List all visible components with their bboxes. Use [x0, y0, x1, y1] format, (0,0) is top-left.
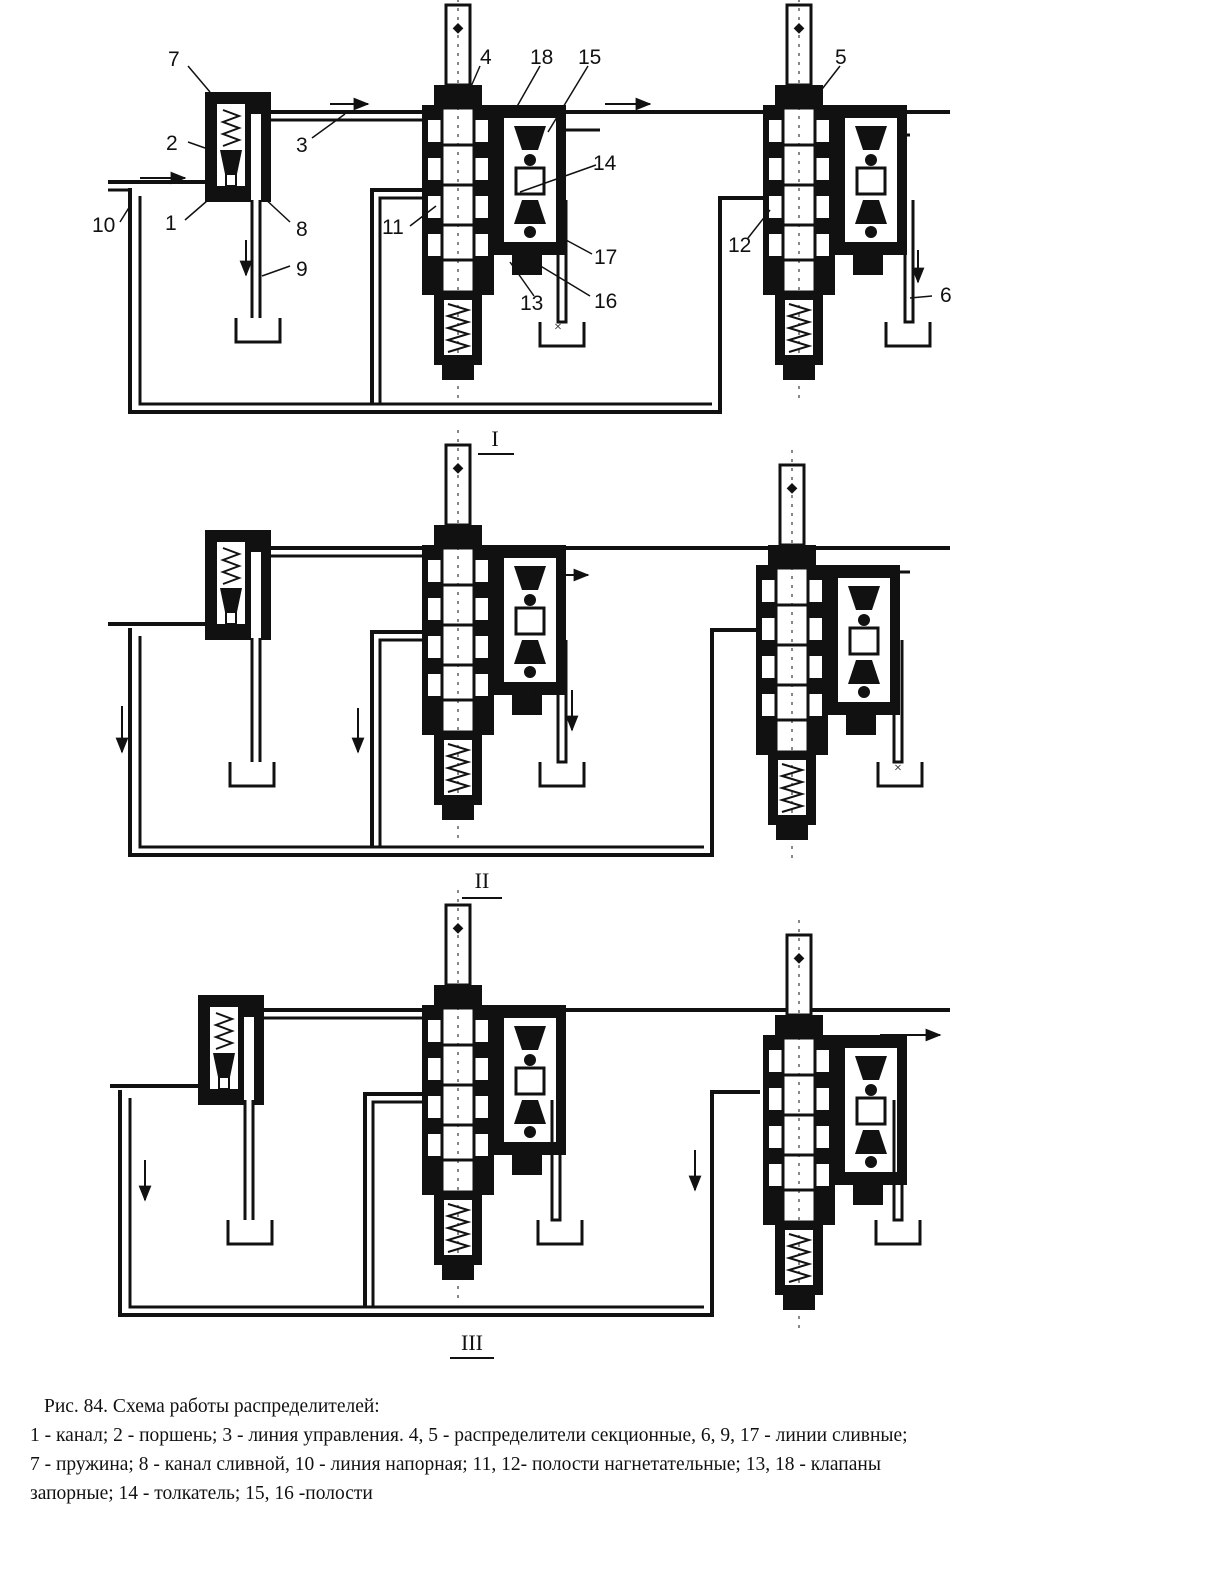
callout-2: 2	[166, 132, 178, 155]
stage-2: × II	[108, 428, 950, 899]
callout-3: 3	[296, 134, 308, 157]
svg-text:×: ×	[554, 320, 562, 335]
figure-caption-title: Рис. 84. Схема работы распределителей:	[44, 1396, 380, 1417]
figure-legend-line: запорные; 14 - толкатель; 15, 16 -полост…	[30, 1483, 373, 1504]
callout-5: 5	[835, 46, 847, 69]
callout-7: 7	[168, 48, 180, 71]
callout-14: 14	[593, 152, 617, 175]
stage-1: × 7 2 3 4	[92, 0, 952, 455]
callout-15: 15	[578, 46, 601, 69]
figure-legend-line: 1 - канал; 2 - поршень; 3 - линия управл…	[30, 1425, 908, 1446]
callout-18: 18	[530, 46, 553, 69]
stage-3: III	[110, 888, 950, 1359]
callout-13: 13	[520, 292, 543, 315]
svg-text:×: ×	[894, 761, 902, 776]
stage-label-1: I	[491, 426, 498, 451]
callout-10: 10	[92, 214, 115, 237]
callout-9: 9	[296, 258, 308, 281]
callout-17: 17	[594, 246, 617, 269]
hydraulic-distributor-diagram: ◆	[92, 0, 952, 1359]
figure-legend-line: 7 - пружина; 8 - канал сливной, 10 - лин…	[30, 1454, 881, 1475]
callout-11: 11	[382, 216, 404, 239]
callout-8: 8	[296, 218, 308, 241]
callout-6: 6	[940, 284, 952, 307]
callout-16: 16	[594, 290, 617, 313]
callout-12: 12	[728, 234, 751, 257]
stage-label-3: III	[461, 1330, 483, 1355]
stage-label-2: II	[475, 868, 490, 893]
callout-4: 4	[480, 46, 492, 69]
callout-1: 1	[165, 212, 177, 235]
